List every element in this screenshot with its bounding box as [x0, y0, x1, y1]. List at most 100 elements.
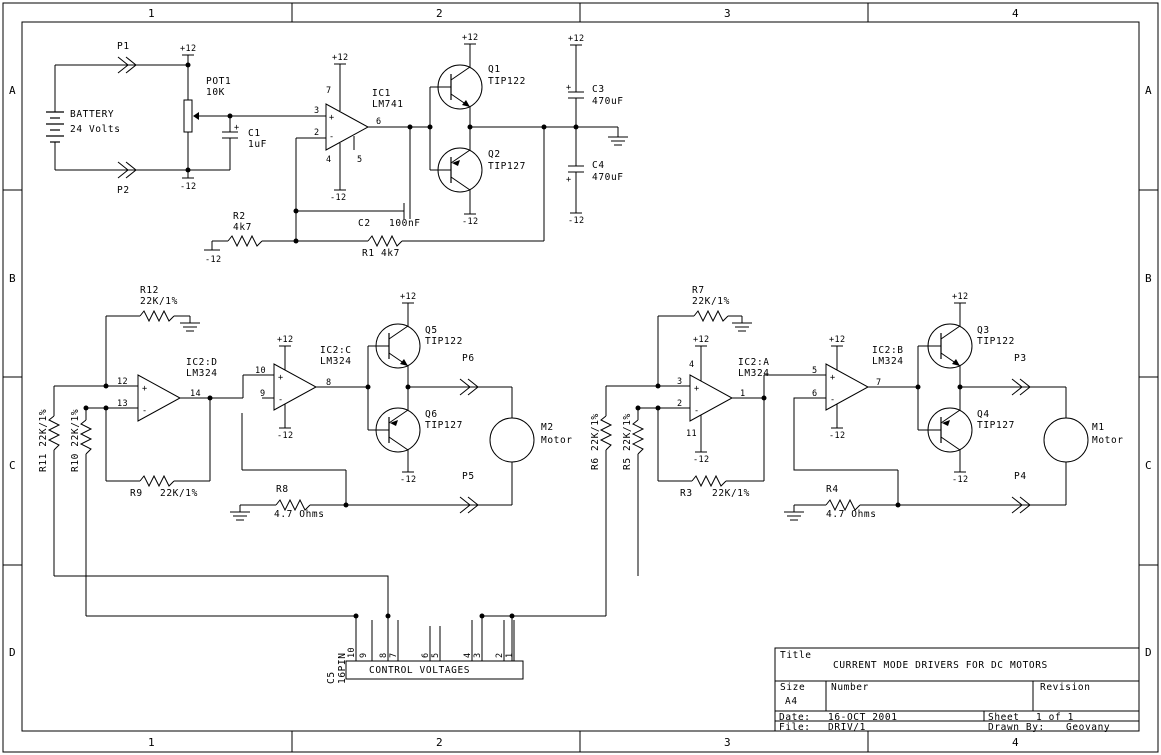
- ic2b-minus: -: [830, 395, 836, 405]
- ic1-vee: -12: [330, 193, 347, 203]
- r4-value: 4.7 Ohms: [826, 509, 877, 520]
- ic2d-part: LM324: [186, 368, 218, 379]
- pin: 8: [379, 652, 389, 658]
- c1-capacitor: + C1 1uF: [188, 116, 267, 171]
- r5-resistor: R5 22K/1%: [622, 408, 645, 576]
- drawn-value: Geovany: [1066, 722, 1110, 733]
- r12-resistor: R12 22K/1%: [105, 285, 200, 386]
- pin: 12: [117, 377, 128, 387]
- ic1-vcc: +12: [332, 53, 349, 63]
- connector-p6: P6: [408, 353, 512, 396]
- row-label: C: [9, 459, 16, 472]
- q4-label: Q4: [977, 409, 990, 420]
- ic2a-part: LM324: [738, 368, 770, 379]
- drawing-title: CURRENT MODE DRIVERS FOR DC MOTORS: [833, 660, 1048, 671]
- r4-resistor: R4 4.7 Ohms: [784, 484, 898, 521]
- control-voltages-label: CONTROL VOLTAGES: [369, 665, 470, 676]
- row-label: A: [9, 84, 16, 97]
- row-label: D: [9, 646, 16, 659]
- r4-label: R4: [826, 484, 839, 495]
- battery: BATTERY 24 Volts: [46, 65, 121, 170]
- pin: 10: [347, 647, 357, 658]
- pin: 10: [255, 366, 266, 376]
- q2-part: TIP127: [488, 161, 526, 172]
- motor-m1: M1 Motor: [1043, 387, 1124, 505]
- q3-vcc: +12: [952, 292, 969, 302]
- c3-plus: +: [566, 83, 572, 93]
- r11-resistor: R11 22K/1%: [38, 386, 61, 576]
- ic2c-plus: +: [278, 373, 284, 383]
- c4-value: 470uF: [592, 172, 624, 183]
- q6-part: TIP127: [425, 420, 463, 431]
- c4-vee: -12: [568, 216, 585, 226]
- ground-symbol: [576, 126, 628, 146]
- ic2c-opamp: +12 -12 + - 10 9 8 IC2:C LM324: [255, 335, 351, 441]
- c5-value: 16PIN: [337, 652, 348, 684]
- q1-part: TIP122: [488, 76, 526, 87]
- pin: 3: [677, 377, 683, 387]
- col-label: 3: [724, 7, 731, 20]
- ic2b-opamp: +12 -12 + - 5 6 7 IC2:B LM324: [812, 335, 903, 441]
- pin: 5: [812, 366, 818, 376]
- pot1-value: 10K: [206, 87, 225, 98]
- pin: 3: [314, 106, 320, 116]
- r2-neg: -12: [205, 255, 222, 265]
- q5-label: Q5: [425, 325, 438, 336]
- control-voltages-connector: CONTROL VOLTAGES 10 9 8 7 6 5 4 3 2 1 C5…: [54, 575, 606, 684]
- pin: 7: [389, 652, 399, 658]
- col-label: 1: [148, 7, 155, 20]
- r10-label: R10 22K/1%: [70, 409, 81, 472]
- file-label: File:: [779, 722, 811, 733]
- c5-label: C5: [326, 671, 337, 684]
- m1-desc: Motor: [1092, 435, 1124, 446]
- r7-label: R7: [692, 285, 705, 296]
- r6-resistor: R6 22K/1%: [590, 386, 613, 616]
- ic2a-plus: +: [694, 384, 700, 394]
- ic2b-vcc: +12: [829, 335, 846, 345]
- c1-label: C1: [248, 128, 261, 139]
- ic1-part: LM741: [372, 99, 404, 110]
- ic2d-minus: -: [142, 406, 148, 416]
- r9-label: R9: [130, 488, 143, 499]
- q1-vcc: +12: [462, 33, 479, 43]
- supply-pos: +12: [180, 44, 197, 54]
- r5-label: R5 22K/1%: [622, 413, 633, 470]
- pin: 7: [876, 378, 882, 388]
- ic2d-opamp: + - 12 13 14 IC2:D LM324: [117, 357, 218, 422]
- ic2b-plus: +: [830, 373, 836, 383]
- r2-value: 4k7: [233, 222, 252, 233]
- q4-part: TIP127: [977, 420, 1015, 431]
- pin: 9: [260, 389, 266, 399]
- r7-value: 22K/1%: [692, 296, 730, 307]
- size-value: A4: [785, 696, 798, 707]
- ic2b-vee: -12: [829, 431, 846, 441]
- date-value: 16-OCT 2001: [828, 712, 898, 723]
- number-label: Number: [831, 682, 869, 693]
- pin: 8: [326, 378, 332, 388]
- battery-voltage: 24 Volts: [70, 124, 121, 135]
- p2-label: P2: [117, 185, 130, 196]
- sheet-value: 1 of 1: [1036, 712, 1074, 723]
- r2-resistor: -12 R2 4k7: [204, 211, 296, 265]
- ic1-opamp: +12 -12 + - 7 3 2 6 4 5 IC1 LM741: [314, 53, 404, 203]
- p5-label: P5: [462, 471, 475, 482]
- q5-part: TIP122: [425, 336, 463, 347]
- c1-value: 1uF: [248, 139, 267, 150]
- c2-value: 100nF: [389, 218, 421, 229]
- pin: 7: [326, 86, 332, 96]
- pin: 13: [117, 399, 128, 409]
- q5-vcc: +12: [400, 292, 417, 302]
- r3-value: 22K/1%: [712, 488, 750, 499]
- motor-m2: M2 Motor: [489, 387, 572, 505]
- c3-value: 470uF: [592, 96, 624, 107]
- sheet-label: Sheet: [988, 712, 1020, 723]
- r9-value: 22K/1%: [160, 488, 198, 499]
- r8-resistor: R8 4.7 Ohms: [230, 484, 346, 521]
- r8-value: 4.7 Ohms: [274, 509, 325, 520]
- title-label: Title: [780, 650, 812, 661]
- ic2c-vcc: +12: [277, 335, 294, 345]
- ic2a-vee: -12: [693, 455, 710, 465]
- connector-p1: P1: [55, 41, 188, 74]
- motor-driver-m2: R12 22K/1% + - 12 13 14 IC2:D LM324 R9 2…: [38, 285, 572, 616]
